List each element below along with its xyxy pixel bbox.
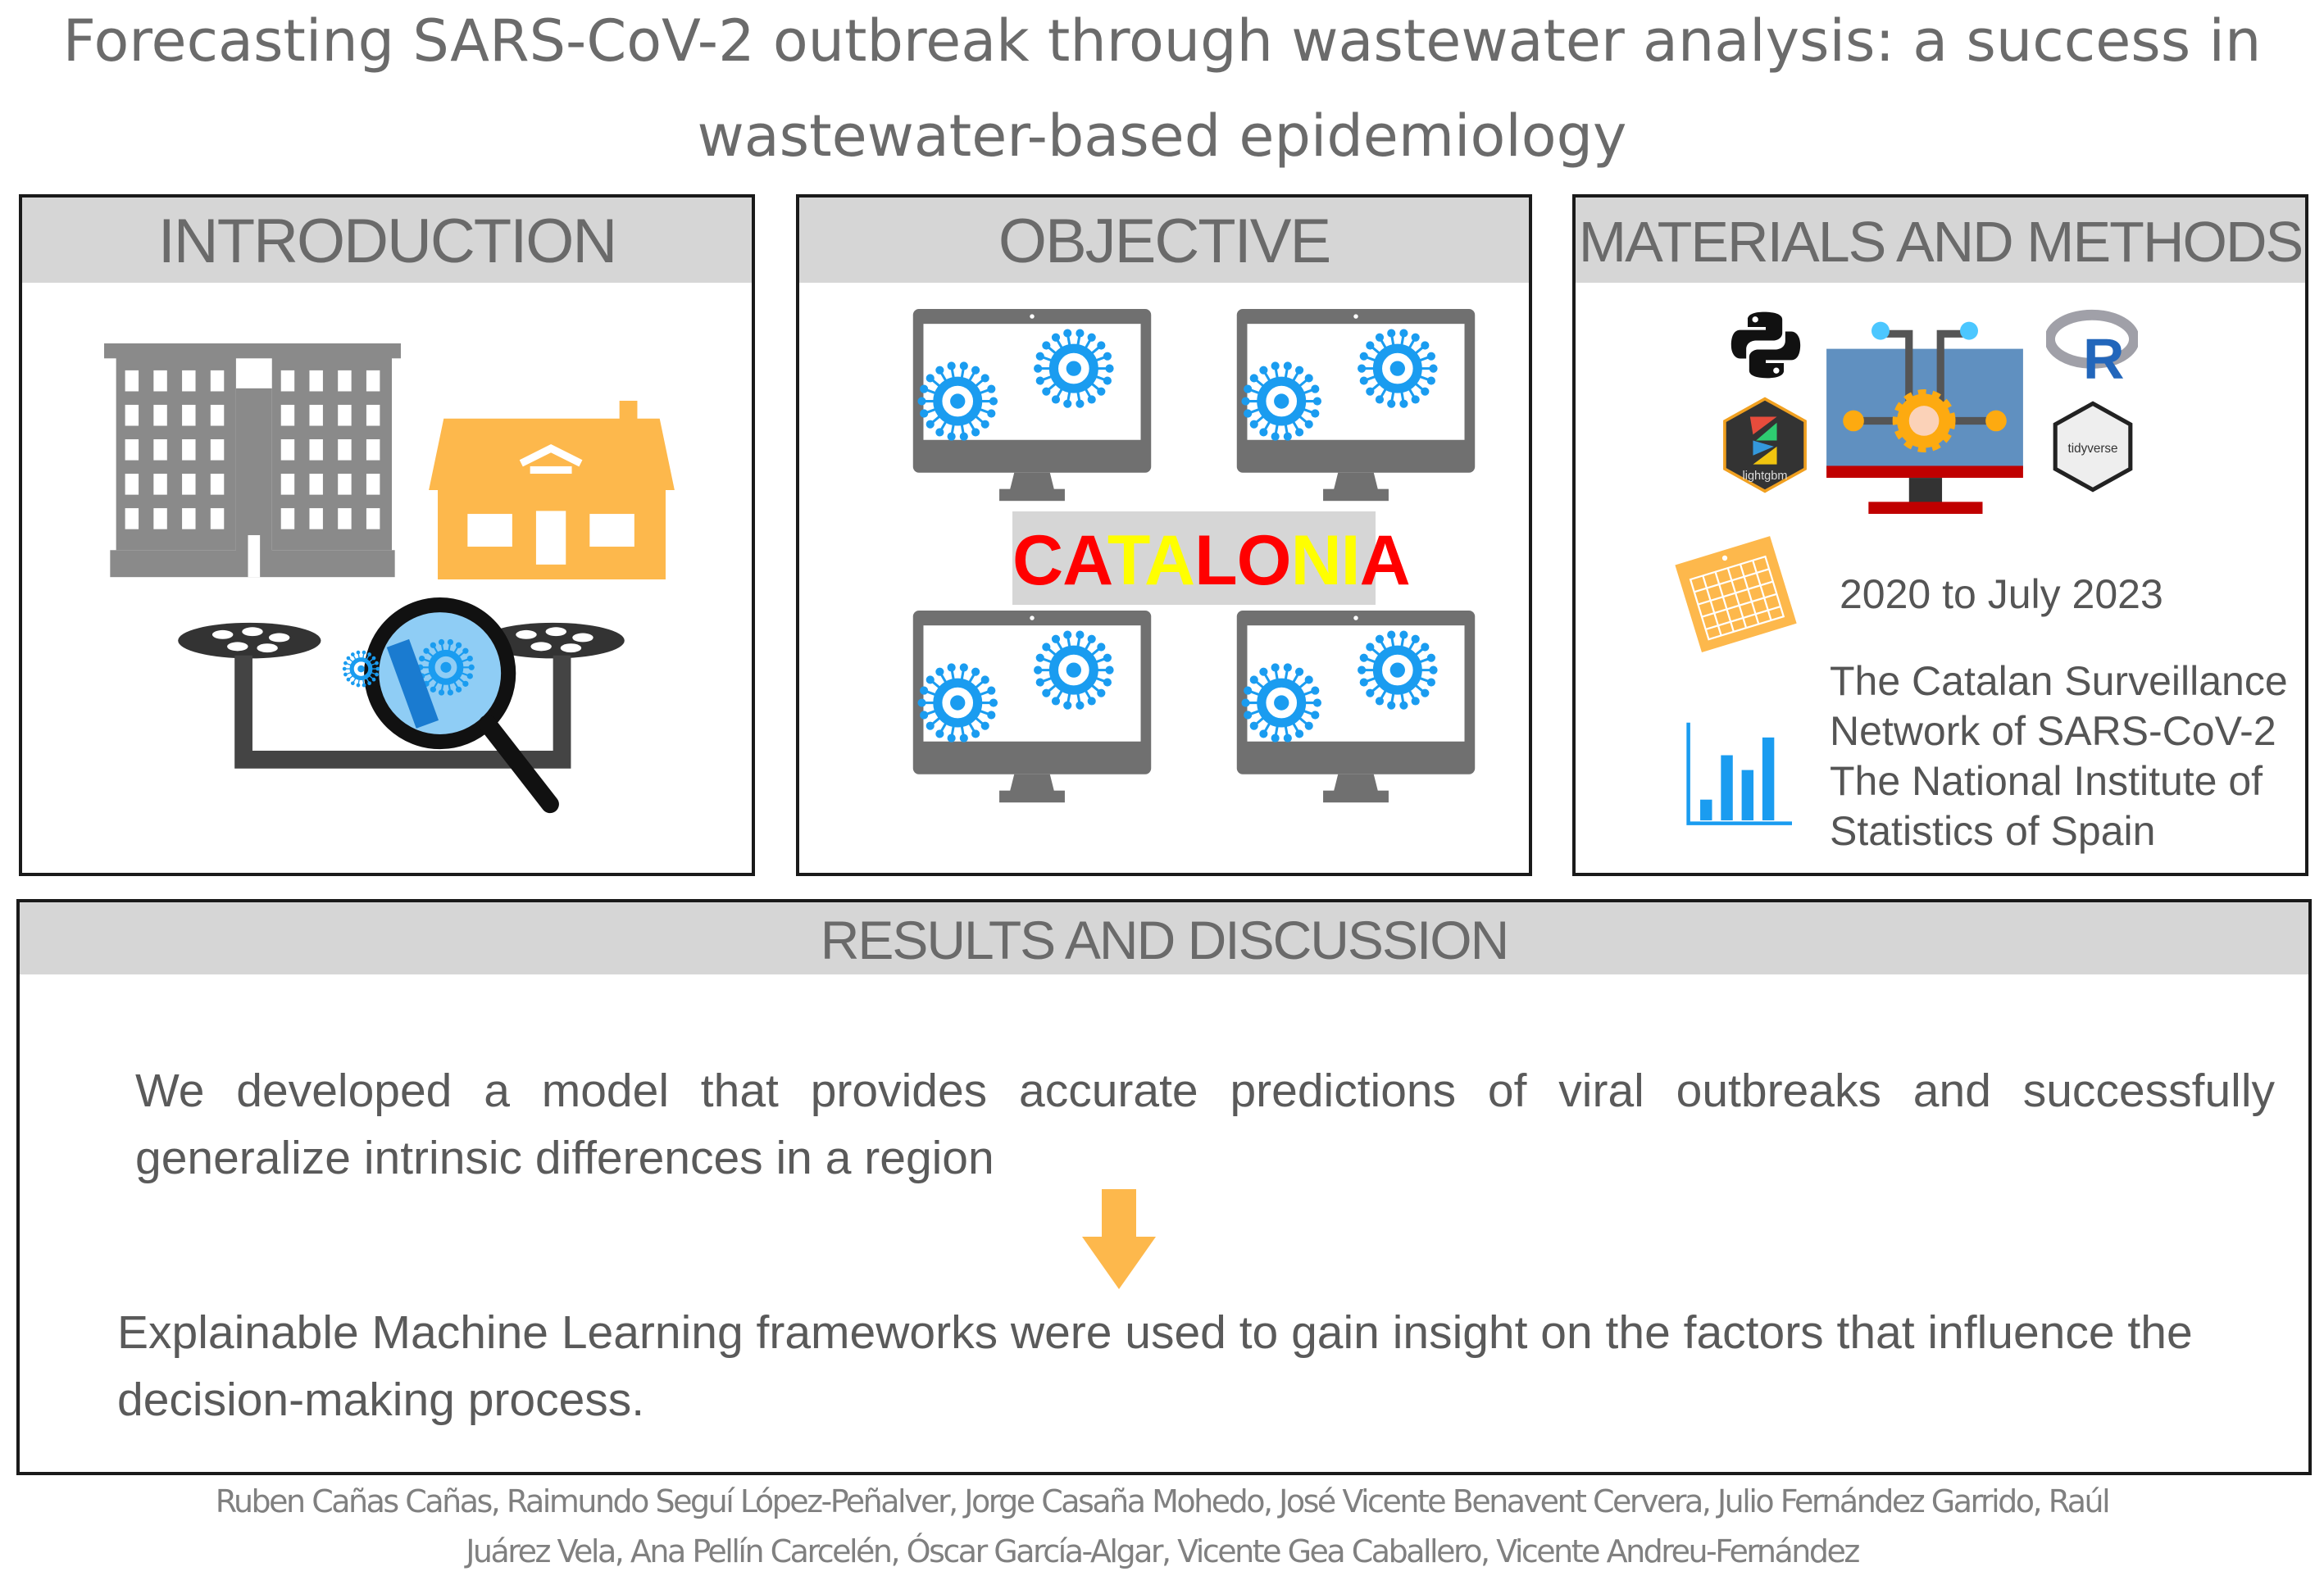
data-source-line: Network of SARS-CoV-2 [1830, 708, 2276, 754]
region-letter: L [1194, 521, 1238, 600]
introduction-heading: INTRODUCTION [22, 198, 752, 283]
results-paragraph-2: Explainable Machine Learning frameworks … [117, 1299, 2265, 1433]
title-line-2: wastewater-based epidemiology [697, 102, 1627, 170]
results-p2-line1: Explainable Machine Learning frameworks … [117, 1306, 2193, 1359]
wastewater-analysis-icon [178, 597, 625, 814]
monitor-virus-icon [1236, 309, 1476, 502]
lightgbm-logo-icon: lightgbm [1723, 397, 1807, 493]
objective-panel: OBJECTIVE CATALONIA [796, 194, 1532, 876]
region-letter: N [1290, 521, 1342, 600]
results-heading: RESULTS AND DISCUSSION [20, 902, 2308, 974]
region-letter: O [1236, 521, 1292, 600]
data-source-line: The Catalan Surveillance [1830, 658, 2288, 704]
building-icon [104, 343, 401, 578]
bar-chart-icon [1686, 722, 1792, 825]
svg-text:lightgbm: lightgbm [1743, 470, 1788, 483]
house-icon [429, 401, 675, 579]
monitor-virus-icon [1236, 611, 1476, 804]
region-letter: A [1062, 521, 1108, 600]
results-p2-line2: decision-making process. [117, 1374, 645, 1426]
region-letter: I [1340, 521, 1361, 600]
data-sources: The Catalan Surveillance Network of SARS… [1830, 656, 2288, 856]
svg-text:tidyverse: tidyverse [2067, 442, 2117, 456]
study-period: 2020 to July 2023 [1840, 571, 2163, 617]
results-p1-line2: generalize intrinsic differences in a re… [135, 1132, 994, 1184]
region-letter: C [1012, 521, 1063, 600]
materials-heading: MATERIALS AND METHODS [1576, 198, 2305, 283]
data-source-line: Statistics of Spain [1830, 808, 2156, 854]
monitor-virus-icon [912, 309, 1152, 502]
authors-line-1: Ruben Cañas Cañas, Raimundo Seguí López-… [215, 1483, 2111, 1519]
objective-heading: OBJECTIVE [799, 198, 1529, 283]
region-letter: A [1144, 521, 1195, 600]
results-discussion-panel: RESULTS AND DISCUSSION We developed a mo… [16, 899, 2312, 1475]
data-source-line: The National Institute of [1830, 758, 2263, 804]
authors-line-2: Juárez Vela, Ana Pellín Carcelén, Óscar … [466, 1533, 1860, 1569]
author-list: Ruben Cañas Cañas, Raimundo Seguí López-… [0, 1477, 2324, 1577]
title-line-1: Forecasting SARS-CoV-2 outbreak through … [62, 7, 2262, 75]
results-p1-line1: We developed a model that provides accur… [135, 1065, 2275, 1117]
region-label-catalonia: CATALONIA [1012, 511, 1411, 605]
results-paragraph-1: We developed a model that provides accur… [135, 1057, 2275, 1192]
region-letter: A [1359, 521, 1411, 600]
arrow-down-icon [1082, 1189, 1156, 1289]
introduction-panel: INTRODUCTION [19, 194, 755, 876]
svg-text:R: R [2083, 327, 2124, 384]
tidyverse-logo-icon: tidyverse [2053, 401, 2133, 493]
poster-title: Forecasting SARS-CoV-2 outbreak through … [0, 0, 2324, 184]
python-logo-icon [1730, 311, 1801, 379]
monitor-virus-icon [912, 611, 1152, 804]
r-logo-icon: R [2046, 309, 2138, 384]
calendar-icon [1675, 536, 1797, 653]
materials-methods-panel: MATERIALS AND METHODS R lightgbm tidyver… [1572, 194, 2308, 876]
machine-learning-monitor-icon [1826, 321, 2023, 514]
region-letter: T [1107, 521, 1145, 600]
